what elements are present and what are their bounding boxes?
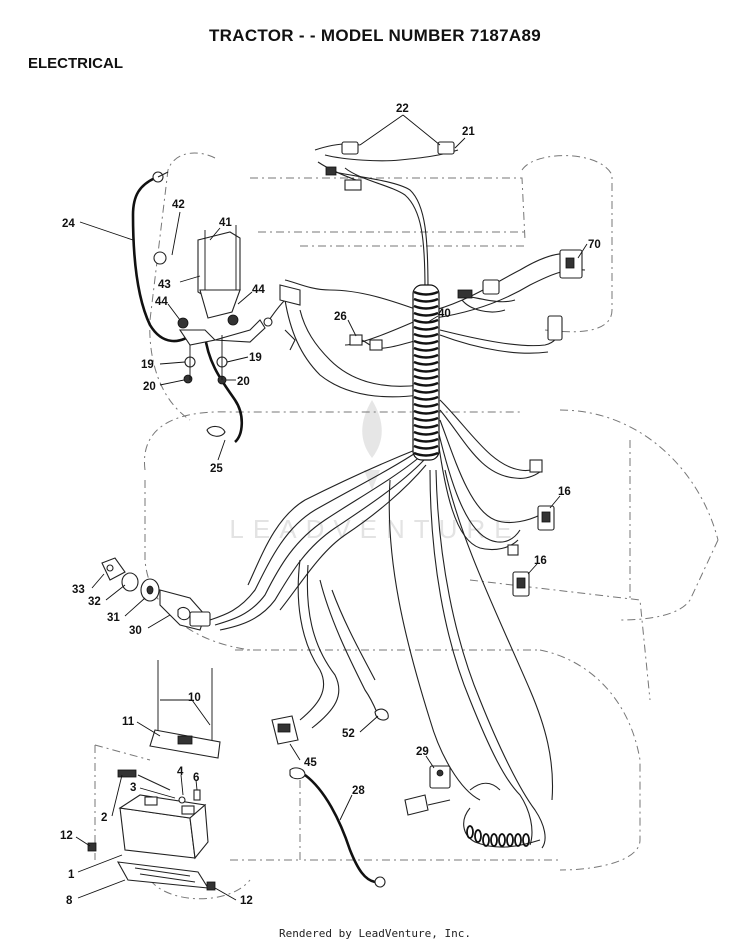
callout-33: 33 (72, 584, 85, 596)
callout-30: 30 (129, 625, 142, 637)
callout-28: 28 (352, 785, 365, 797)
connector-26 (349, 334, 383, 351)
callout-42: 42 (172, 199, 185, 211)
callout-19-left: 19 (141, 359, 154, 371)
watermark-text: LEADVENTURE (229, 514, 520, 544)
callout-12-left: 12 (60, 830, 73, 842)
wiring-harness (209, 143, 586, 849)
cable-24 (131, 171, 196, 343)
ground-52 (374, 708, 389, 721)
callout-16-upper: 16 (558, 486, 571, 498)
connectors-16 (507, 459, 555, 597)
callout-labels: 22 21 24 42 41 70 43 44 44 26 40 19 19 2… (60, 103, 601, 907)
callout-45: 45 (304, 757, 317, 769)
callout-20-right: 20 (237, 376, 250, 388)
callout-44-right: 44 (252, 284, 265, 296)
connector-45 (271, 715, 299, 745)
callout-52: 52 (342, 728, 355, 740)
callout-3: 3 (130, 782, 136, 794)
callout-1: 1 (68, 869, 75, 881)
callout-29: 29 (416, 746, 429, 758)
callout-44-left: 44 (155, 296, 168, 308)
page-title: TRACTOR - - MODEL NUMBER 7187A89 (208, 26, 542, 45)
callout-11: 11 (122, 716, 135, 728)
section-heading: ELECTRICAL (28, 55, 123, 72)
cable-28 (289, 767, 386, 888)
callout-21: 21 (462, 126, 475, 138)
callout-25: 25 (210, 463, 223, 475)
battery-assembly (87, 660, 221, 891)
footer-credit: Rendered by LeadVenture, Inc. (278, 927, 472, 940)
callout-4: 4 (177, 766, 184, 778)
leader-lines (75, 114, 588, 901)
callout-43: 43 (158, 279, 171, 291)
callout-26: 26 (334, 311, 347, 323)
callout-22: 22 (396, 103, 409, 115)
connector-70 (457, 249, 583, 341)
ignition-switch-assembly (101, 557, 211, 631)
callout-31: 31 (107, 612, 120, 624)
callout-24: 24 (62, 218, 75, 230)
callout-10: 10 (188, 692, 201, 704)
connectors-21-22 (325, 141, 455, 191)
callout-12-right: 12 (240, 895, 253, 907)
callout-6: 6 (193, 772, 199, 784)
callout-2: 2 (101, 812, 107, 824)
spiral-wrap (463, 807, 541, 848)
callout-20-left: 20 (143, 381, 156, 393)
callout-16-lower: 16 (534, 555, 547, 567)
module-29 (404, 765, 451, 816)
watermark: LEADVENTURE (229, 400, 520, 544)
callout-70: 70 (588, 239, 601, 251)
solenoid-assembly (153, 225, 301, 385)
callout-8: 8 (66, 895, 73, 907)
harness-conduit (412, 284, 440, 461)
callout-19-right: 19 (249, 352, 262, 364)
callout-41: 41 (219, 217, 232, 229)
callout-40: 40 (438, 308, 451, 320)
cable-25 (203, 334, 244, 443)
callout-32: 32 (88, 596, 101, 608)
